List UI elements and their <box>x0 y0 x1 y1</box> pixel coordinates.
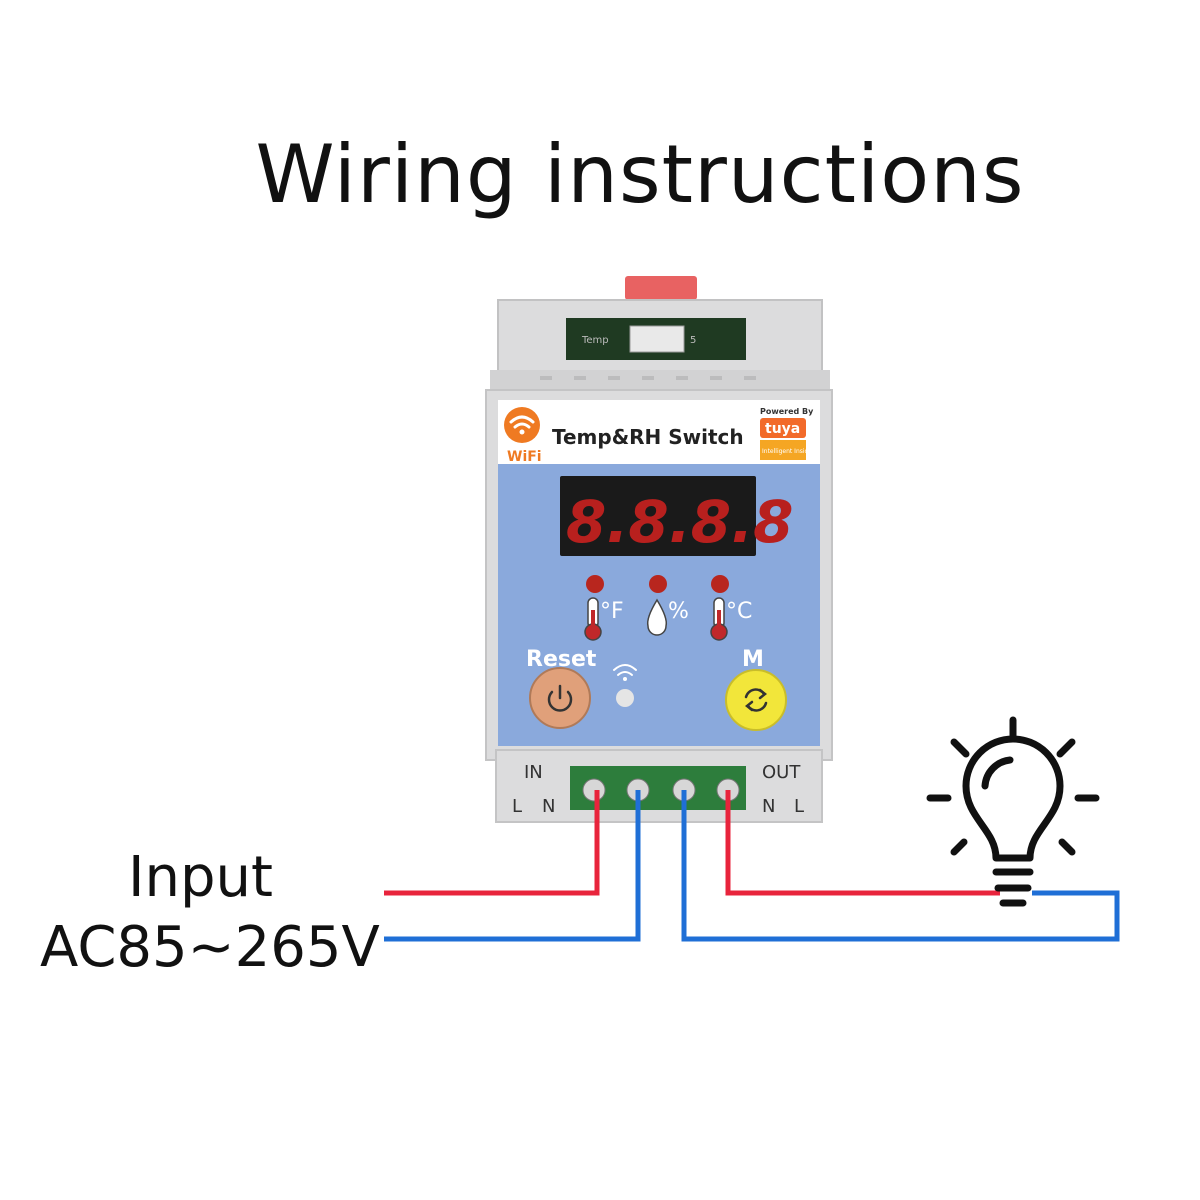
vent-slots <box>540 376 756 380</box>
unit-fahrenheit: °F <box>600 599 624 624</box>
sensor-label-2: 5 <box>690 335 696 346</box>
sensor-label: Temp <box>581 335 609 346</box>
input-neutral-wire <box>384 790 641 942</box>
wifi-label: WiFi <box>507 449 542 465</box>
out-label: OUT <box>762 762 801 783</box>
display-digits: 8.8.8.8 <box>566 488 794 556</box>
in-l-label: L <box>512 796 522 817</box>
refresh-icon <box>744 688 768 712</box>
out-l-label: L <box>794 796 804 817</box>
input-label: Input <box>128 845 274 910</box>
wifi-status-led <box>616 689 634 707</box>
unit-celsius: °C <box>726 599 752 624</box>
page-title: Wiring instructions <box>255 128 1025 221</box>
wiring <box>384 790 1120 942</box>
mode-label: M <box>742 647 764 672</box>
thermometer-icon <box>584 597 602 641</box>
light-bulb-icon <box>926 716 1100 907</box>
wifi-icon-arcs <box>509 415 535 429</box>
mode-button[interactable] <box>725 669 787 731</box>
tuya-sub: Intelligent Inside <box>762 448 812 455</box>
powered-by-label: Powered By <box>760 407 814 416</box>
in-label: IN <box>524 762 543 783</box>
output-neutral-wire <box>681 790 1120 942</box>
thermometer-icon-celsius <box>710 597 728 641</box>
led-humidity <box>649 575 667 593</box>
power-icon <box>547 684 573 712</box>
input-live-wire <box>384 790 600 896</box>
in-n-label: N <box>542 796 555 817</box>
tuya-badge <box>760 440 806 460</box>
led-display <box>560 476 756 556</box>
output-live-wire <box>725 790 1000 896</box>
device-name: Temp&RH Switch <box>552 425 744 449</box>
led-celsius <box>711 575 729 593</box>
sensor-jack[interactable] <box>629 325 685 353</box>
wifi-status-icon <box>613 664 637 676</box>
unit-humidity: % <box>668 599 689 624</box>
out-n-label: N <box>762 796 775 817</box>
din-rail-clip <box>625 276 697 300</box>
housing-shoulder <box>490 370 830 392</box>
tuya-logo <box>760 418 806 438</box>
droplet-icon <box>646 598 668 636</box>
voltage-label: AC85~265V <box>40 915 380 980</box>
led-fahrenheit <box>586 575 604 593</box>
tuya-brand: tuya <box>765 421 800 437</box>
